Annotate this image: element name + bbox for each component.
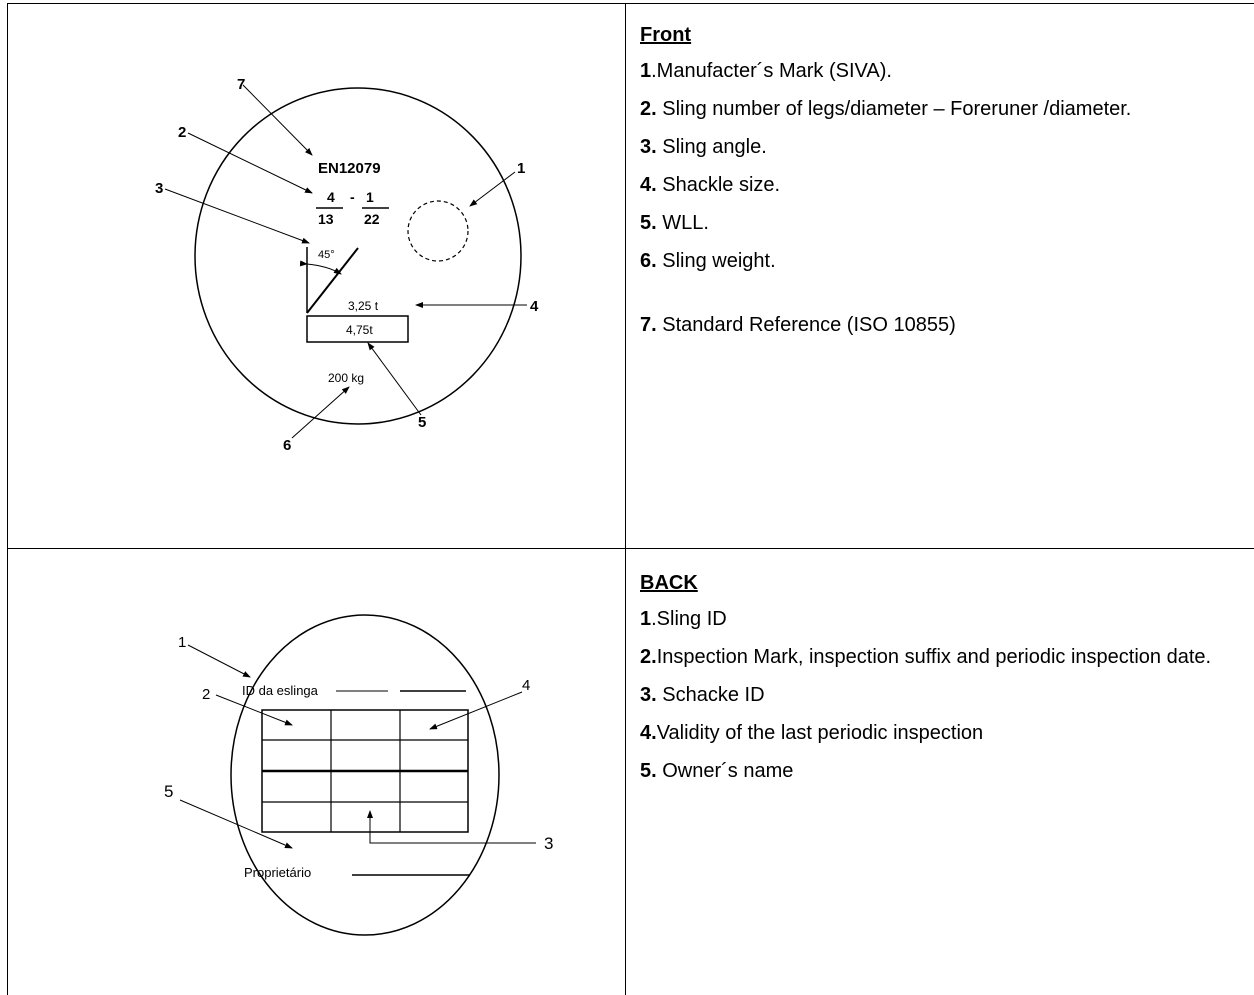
back-callout-2: 2	[202, 686, 210, 703]
wll-box	[306, 315, 409, 343]
back-label-figure: ID da eslinga Proprietário 1	[160, 605, 580, 965]
back-item-2: 2.Inspection Mark, inspection suffix and…	[640, 646, 1212, 668]
fraction2-bottom: 22	[364, 211, 380, 227]
back-callout-3: 3	[544, 834, 553, 853]
callout-2: 2	[178, 124, 186, 141]
fraction2-top: 1	[366, 189, 374, 205]
manufacturer-mark-circle	[407, 200, 469, 262]
front-heading: Front	[640, 24, 692, 46]
front-description: Front 1.Manufacter´s Mark (SIVA). 2. Sli…	[640, 24, 1252, 351]
back-item-4: 4.Validity of the last periodic inspecti…	[640, 722, 984, 744]
front-item-2: 2. Sling number of legs/diameter – Forer…	[640, 98, 1132, 120]
angle-text: 45°	[318, 249, 335, 261]
front-label-outline	[194, 87, 522, 425]
front-item-3: 3. Sling angle.	[640, 136, 767, 158]
table-divider-vertical	[625, 3, 626, 995]
callout-1: 1	[517, 160, 525, 177]
back-label-outline	[230, 614, 500, 936]
back-item-1: 1.Sling ID	[640, 608, 727, 630]
weight-text: 200 kg	[328, 371, 364, 385]
table-border-top	[7, 3, 1254, 4]
front-item-4: 4. Shackle size.	[640, 174, 781, 196]
front-label-drawing: EN12079 4 13 - 1 22 45° 3,25 t 4,75t 200…	[155, 76, 539, 454]
front-item-5: 5. WLL.	[640, 212, 709, 234]
back-heading: BACK	[640, 572, 698, 594]
back-callout-4: 4	[522, 677, 530, 694]
front-label-figure: EN12079 4 13 - 1 22 45° 3,25 t 4,75t 200…	[140, 60, 540, 460]
table-border-left	[7, 3, 8, 995]
shackle-text: 3,25 t	[348, 299, 379, 313]
standard-text: EN12079	[318, 160, 381, 177]
callout-6: 6	[283, 437, 291, 454]
owner-label-text: Proprietário	[244, 865, 311, 880]
id-label-text: ID da eslinga	[242, 683, 319, 698]
front-item-1: 1.Manufacter´s Mark (SIVA).	[640, 60, 892, 82]
back-callout-5: 5	[164, 782, 173, 801]
back-description: BACK 1.Sling ID 2.Inspection Mark, inspe…	[640, 572, 1252, 797]
back-item-5: 5. Owner´s name	[640, 760, 794, 782]
callout-3: 3	[155, 180, 163, 197]
callout-4: 4	[530, 298, 539, 315]
inspection-grid	[261, 709, 469, 833]
back-callout-1: 1	[178, 634, 186, 651]
table-divider-horizontal	[7, 548, 1254, 549]
back-item-3: 3. Schacke ID	[640, 684, 765, 706]
fraction1-bottom: 13	[318, 211, 334, 227]
callout-7: 7	[237, 76, 245, 93]
callout-5: 5	[418, 414, 426, 431]
fraction1-top: 4	[327, 189, 335, 205]
fraction-dash: -	[350, 189, 355, 205]
wll-text: 4,75t	[346, 323, 373, 337]
front-item-7: 7. Standard Reference (ISO 10855)	[640, 314, 956, 336]
front-item-6: 6. Sling weight.	[640, 250, 776, 272]
back-label-drawing: ID da eslinga Proprietário 1	[164, 614, 553, 936]
